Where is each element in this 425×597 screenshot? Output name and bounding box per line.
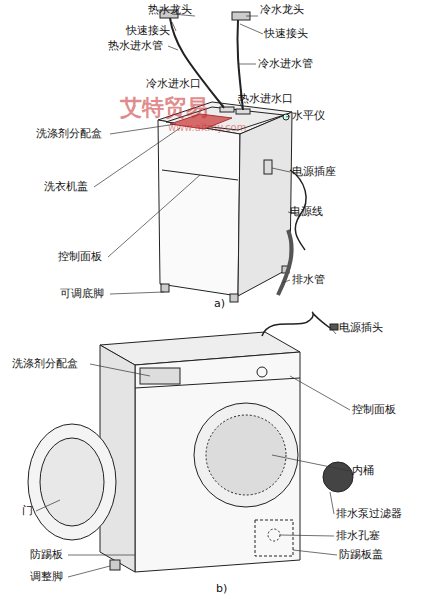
- part-label: 冷水进水口: [146, 78, 201, 90]
- side-face: [238, 112, 292, 296]
- part-label: 内桶: [352, 465, 374, 477]
- part-label: 电源插座: [292, 166, 336, 178]
- part-label: 热水进水口: [238, 93, 293, 105]
- part-label: 热水进水管: [108, 40, 163, 52]
- part-label: 防踢板盖: [339, 549, 383, 561]
- part-label: 控制面板: [352, 404, 396, 416]
- part-label: 排水泵过滤器: [336, 508, 402, 520]
- drum-rim: [194, 403, 298, 507]
- front-face: [158, 120, 240, 296]
- part-label: 冷水龙头: [260, 4, 304, 16]
- part-label: 排水管: [292, 274, 325, 286]
- door-glass: [40, 438, 104, 526]
- part-label: 洗涤剂分配盒: [36, 128, 102, 140]
- door: [28, 424, 116, 540]
- watermark: 艾特贸易: [120, 96, 208, 120]
- part-label: 电源插头: [339, 322, 383, 334]
- part-label: 冷水进水管: [258, 58, 313, 70]
- inlet: [220, 107, 234, 112]
- drain-hose: [278, 230, 292, 295]
- part-label: 快速接头: [264, 28, 308, 40]
- kick-cover: [255, 520, 293, 556]
- dispenser-box: [140, 368, 180, 384]
- foot: [230, 294, 238, 302]
- front-loader: [28, 312, 353, 572]
- part-label: 控制面板: [58, 251, 102, 263]
- part-label: 调整脚: [30, 571, 63, 583]
- foot: [110, 560, 120, 570]
- power-cord: [262, 312, 330, 336]
- inner-drum: [206, 415, 286, 495]
- part-label: 洗衣机盖: [44, 181, 88, 193]
- watermark: www.aitmy.com: [168, 122, 246, 133]
- leader-lines: [94, 14, 300, 294]
- part-label: 洗涤剂分配盒: [12, 358, 78, 370]
- part-label: 排水孔塞: [336, 530, 380, 542]
- foot: [161, 284, 169, 292]
- plug: [330, 324, 338, 330]
- knob: [257, 367, 267, 377]
- part-label: 热水龙头: [148, 4, 192, 16]
- socket: [264, 160, 272, 174]
- level-gauge: [283, 114, 289, 120]
- part-label: 电源线: [290, 206, 323, 218]
- top-loader: [158, 10, 306, 302]
- drain-plug: [268, 529, 280, 541]
- figure-label: b): [216, 583, 227, 595]
- front-face: [135, 352, 300, 572]
- part-label: 快速接头: [126, 25, 170, 37]
- part-label: 可调底脚: [60, 288, 104, 300]
- leader-lines: [36, 327, 350, 577]
- part-label: 水平仪: [292, 110, 325, 122]
- part-label: 门: [22, 505, 33, 517]
- hot-hose: [170, 18, 224, 108]
- figure-label: a): [214, 298, 225, 310]
- part-label: 防踢板: [30, 549, 63, 561]
